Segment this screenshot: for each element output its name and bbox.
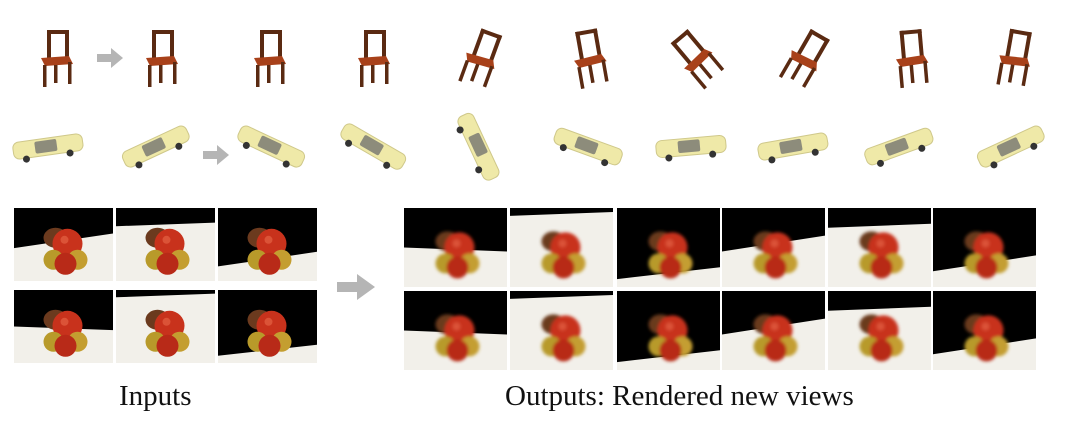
fruit-output-image [404,291,507,370]
input-car-image [121,125,190,169]
fruit-input-image [116,290,215,363]
input-chair-image [41,30,73,87]
fruit-output-image [722,208,825,287]
fruit-input-image [14,208,113,281]
car-arrow-icon [203,145,229,165]
output-chair-image [895,29,929,89]
inputs-caption: Inputs [119,380,192,412]
fruit-input-image [14,290,113,363]
output-car-image [553,127,623,167]
fruit-arrow-icon [337,274,375,300]
output-chair-image [358,30,390,87]
fruit-output-image [828,208,931,287]
chair-arrow-icon [97,48,123,68]
fruit-input-image [218,208,317,281]
output-car-image [757,132,829,164]
output-chair-image [670,29,725,90]
fruit-output-image [510,291,613,370]
input-car-image [12,133,84,163]
fruit-output-image [722,291,825,370]
output-car-image [864,127,934,167]
output-car-image [456,112,500,181]
output-chair-image [146,30,178,87]
output-chair-image [778,28,830,88]
fruit-input-image [116,208,215,281]
fruit-output-image [933,208,1036,287]
fruit-input-image [218,290,317,363]
fruit-output-image [617,291,720,370]
outputs-caption: Outputs: Rendered new views [505,380,854,412]
output-car-image [237,125,306,168]
output-car-image [976,125,1045,169]
fruit-output-image [510,208,613,287]
output-chair-image [254,30,286,87]
output-car-image [340,123,407,170]
fruit-output-image [404,208,507,287]
output-chair-image [574,28,609,90]
output-car-image [655,134,727,162]
output-chair-image [996,28,1032,87]
fruit-output-image [828,291,931,370]
fruit-output-image [617,208,720,287]
output-chair-image [458,28,503,88]
fruit-output-image [933,291,1036,370]
